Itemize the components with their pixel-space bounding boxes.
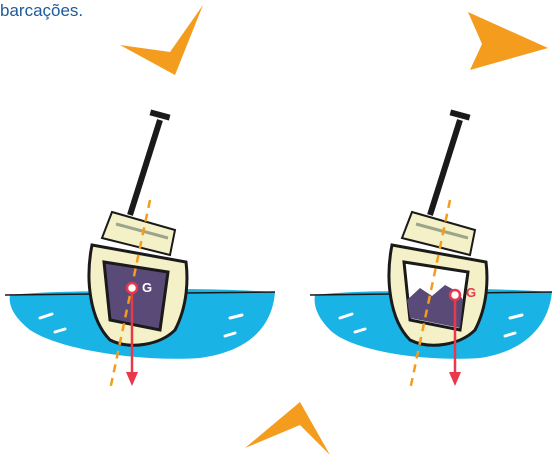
left-g-label: G (142, 280, 152, 295)
chevron-arrow-top-left-icon (120, 5, 203, 75)
chevron-arrow-bottom-icon (245, 402, 330, 455)
left-boat: G (5, 110, 275, 390)
right-g-label: G (466, 285, 476, 300)
chevron-arrow-top-right-icon (468, 12, 548, 70)
right-boat: G (310, 110, 552, 390)
